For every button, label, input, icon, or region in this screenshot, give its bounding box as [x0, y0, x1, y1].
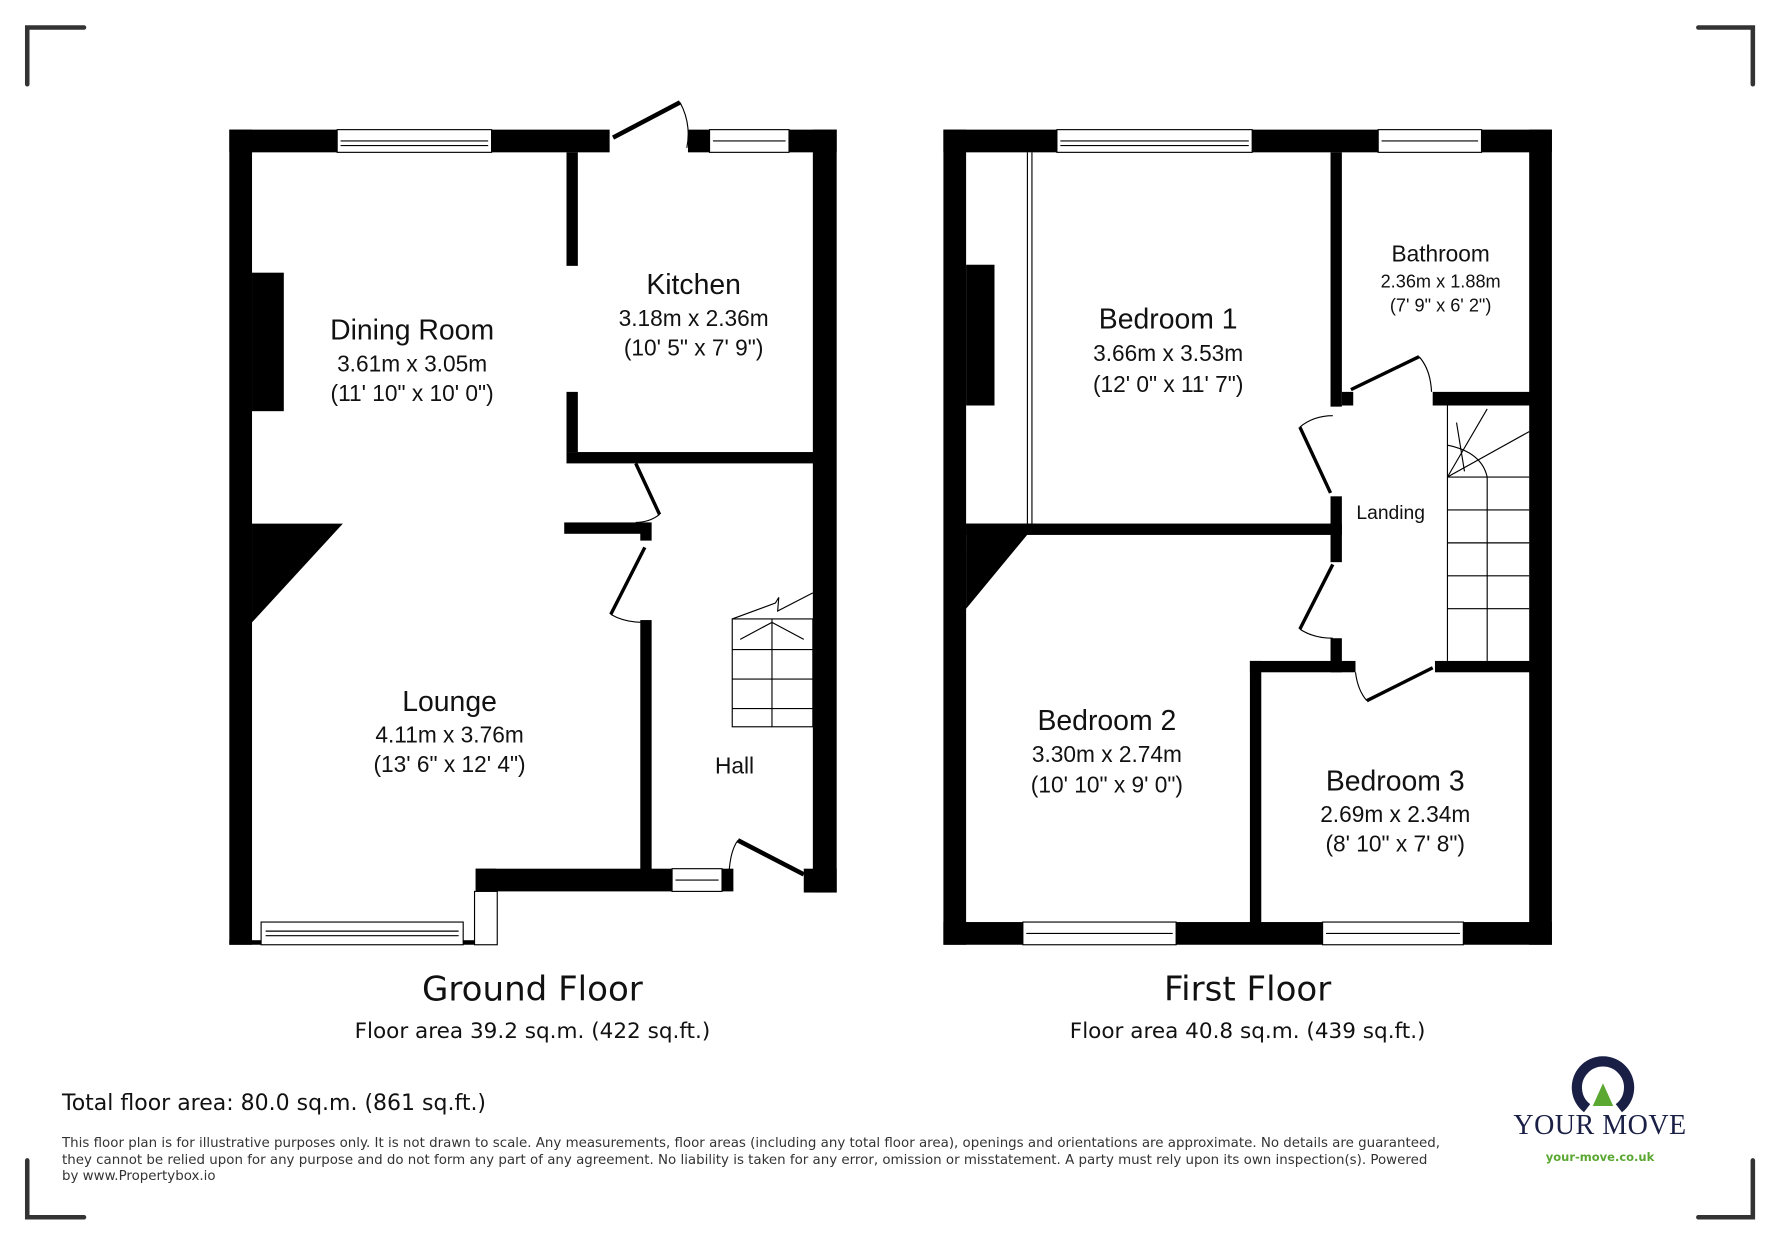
corner-marks	[24, 25, 1756, 1220]
your-move-logo-icon	[1571, 1056, 1635, 1113]
room-name-kitchen: Kitchen	[646, 269, 741, 301]
ground-floor-plan	[229, 129, 837, 945]
room-dim-kitchen: 3.18m x 2.36m	[619, 305, 769, 331]
ground-floor-stairs	[731, 592, 814, 728]
room-imp-dining: (11' 10" x 10' 0")	[331, 380, 494, 406]
room-name-bedroom1: Bedroom 1	[1099, 303, 1238, 335]
room-dim-bathroom: 2.36m x 1.88m	[1381, 271, 1501, 291]
ground-floor-windows	[260, 129, 790, 946]
room-imp-bedroom2: (10' 10" x 9' 0")	[1031, 772, 1183, 798]
ground-floor-area: Floor area 39.2 sq.m. (422 sq.ft.)	[355, 1019, 711, 1044]
logo-url: your-move.co.uk	[1545, 1150, 1655, 1164]
room-dim-dining: 3.61m x 3.05m	[337, 350, 487, 376]
room-name-landing: Landing	[1356, 503, 1425, 524]
room-imp-kitchen: (10' 5" x 7' 9")	[624, 335, 764, 361]
ground-floor-title: Ground Floor	[422, 969, 643, 1009]
room-labels: Dining Room 3.61m x 3.05m (11' 10" x 10'…	[330, 240, 1501, 856]
first-floor-stairs	[1446, 405, 1530, 661]
room-dim-bedroom2: 3.30m x 2.74m	[1032, 741, 1182, 767]
room-name-bedroom3: Bedroom 3	[1326, 765, 1465, 797]
room-name-dining: Dining Room	[330, 315, 494, 347]
room-imp-bedroom1: (12' 0" x 11' 7")	[1093, 371, 1243, 397]
floor-titles: Ground Floor Floor area 39.2 sq.m. (422 …	[355, 969, 1426, 1043]
ground-floor-doors	[609, 100, 805, 891]
total-floor-area: Total floor area: 80.0 sq.m. (861 sq.ft.…	[62, 1091, 487, 1116]
room-imp-bathroom: (7' 9" x 6' 2")	[1390, 295, 1492, 315]
first-floor-doors	[1298, 355, 1434, 703]
wardrobe-doors	[1026, 152, 1033, 524]
room-dim-bedroom1: 3.66m x 3.53m	[1093, 340, 1243, 366]
logo-wordmark: YOUR MOVE	[1513, 1110, 1687, 1141]
room-name-hall: Hall	[715, 752, 754, 778]
room-dim-lounge: 4.11m x 3.76m	[375, 722, 523, 748]
room-name-bedroom2: Bedroom 2	[1037, 705, 1176, 737]
room-name-bathroom: Bathroom	[1391, 240, 1489, 266]
room-imp-lounge: (13' 6" x 12' 4")	[373, 751, 525, 777]
disclaimer-text: This floor plan is for illustrative purp…	[62, 1136, 1440, 1184]
first-floor-title: First Floor	[1164, 969, 1331, 1009]
room-name-lounge: Lounge	[402, 686, 497, 718]
room-dim-bedroom3: 2.69m x 2.34m	[1320, 801, 1470, 827]
room-imp-bedroom3: (8' 10" x 7' 8")	[1325, 831, 1465, 857]
first-floor-area: Floor area 40.8 sq.m. (439 sq.ft.)	[1070, 1019, 1426, 1044]
first-floor-windows	[1022, 129, 1483, 946]
